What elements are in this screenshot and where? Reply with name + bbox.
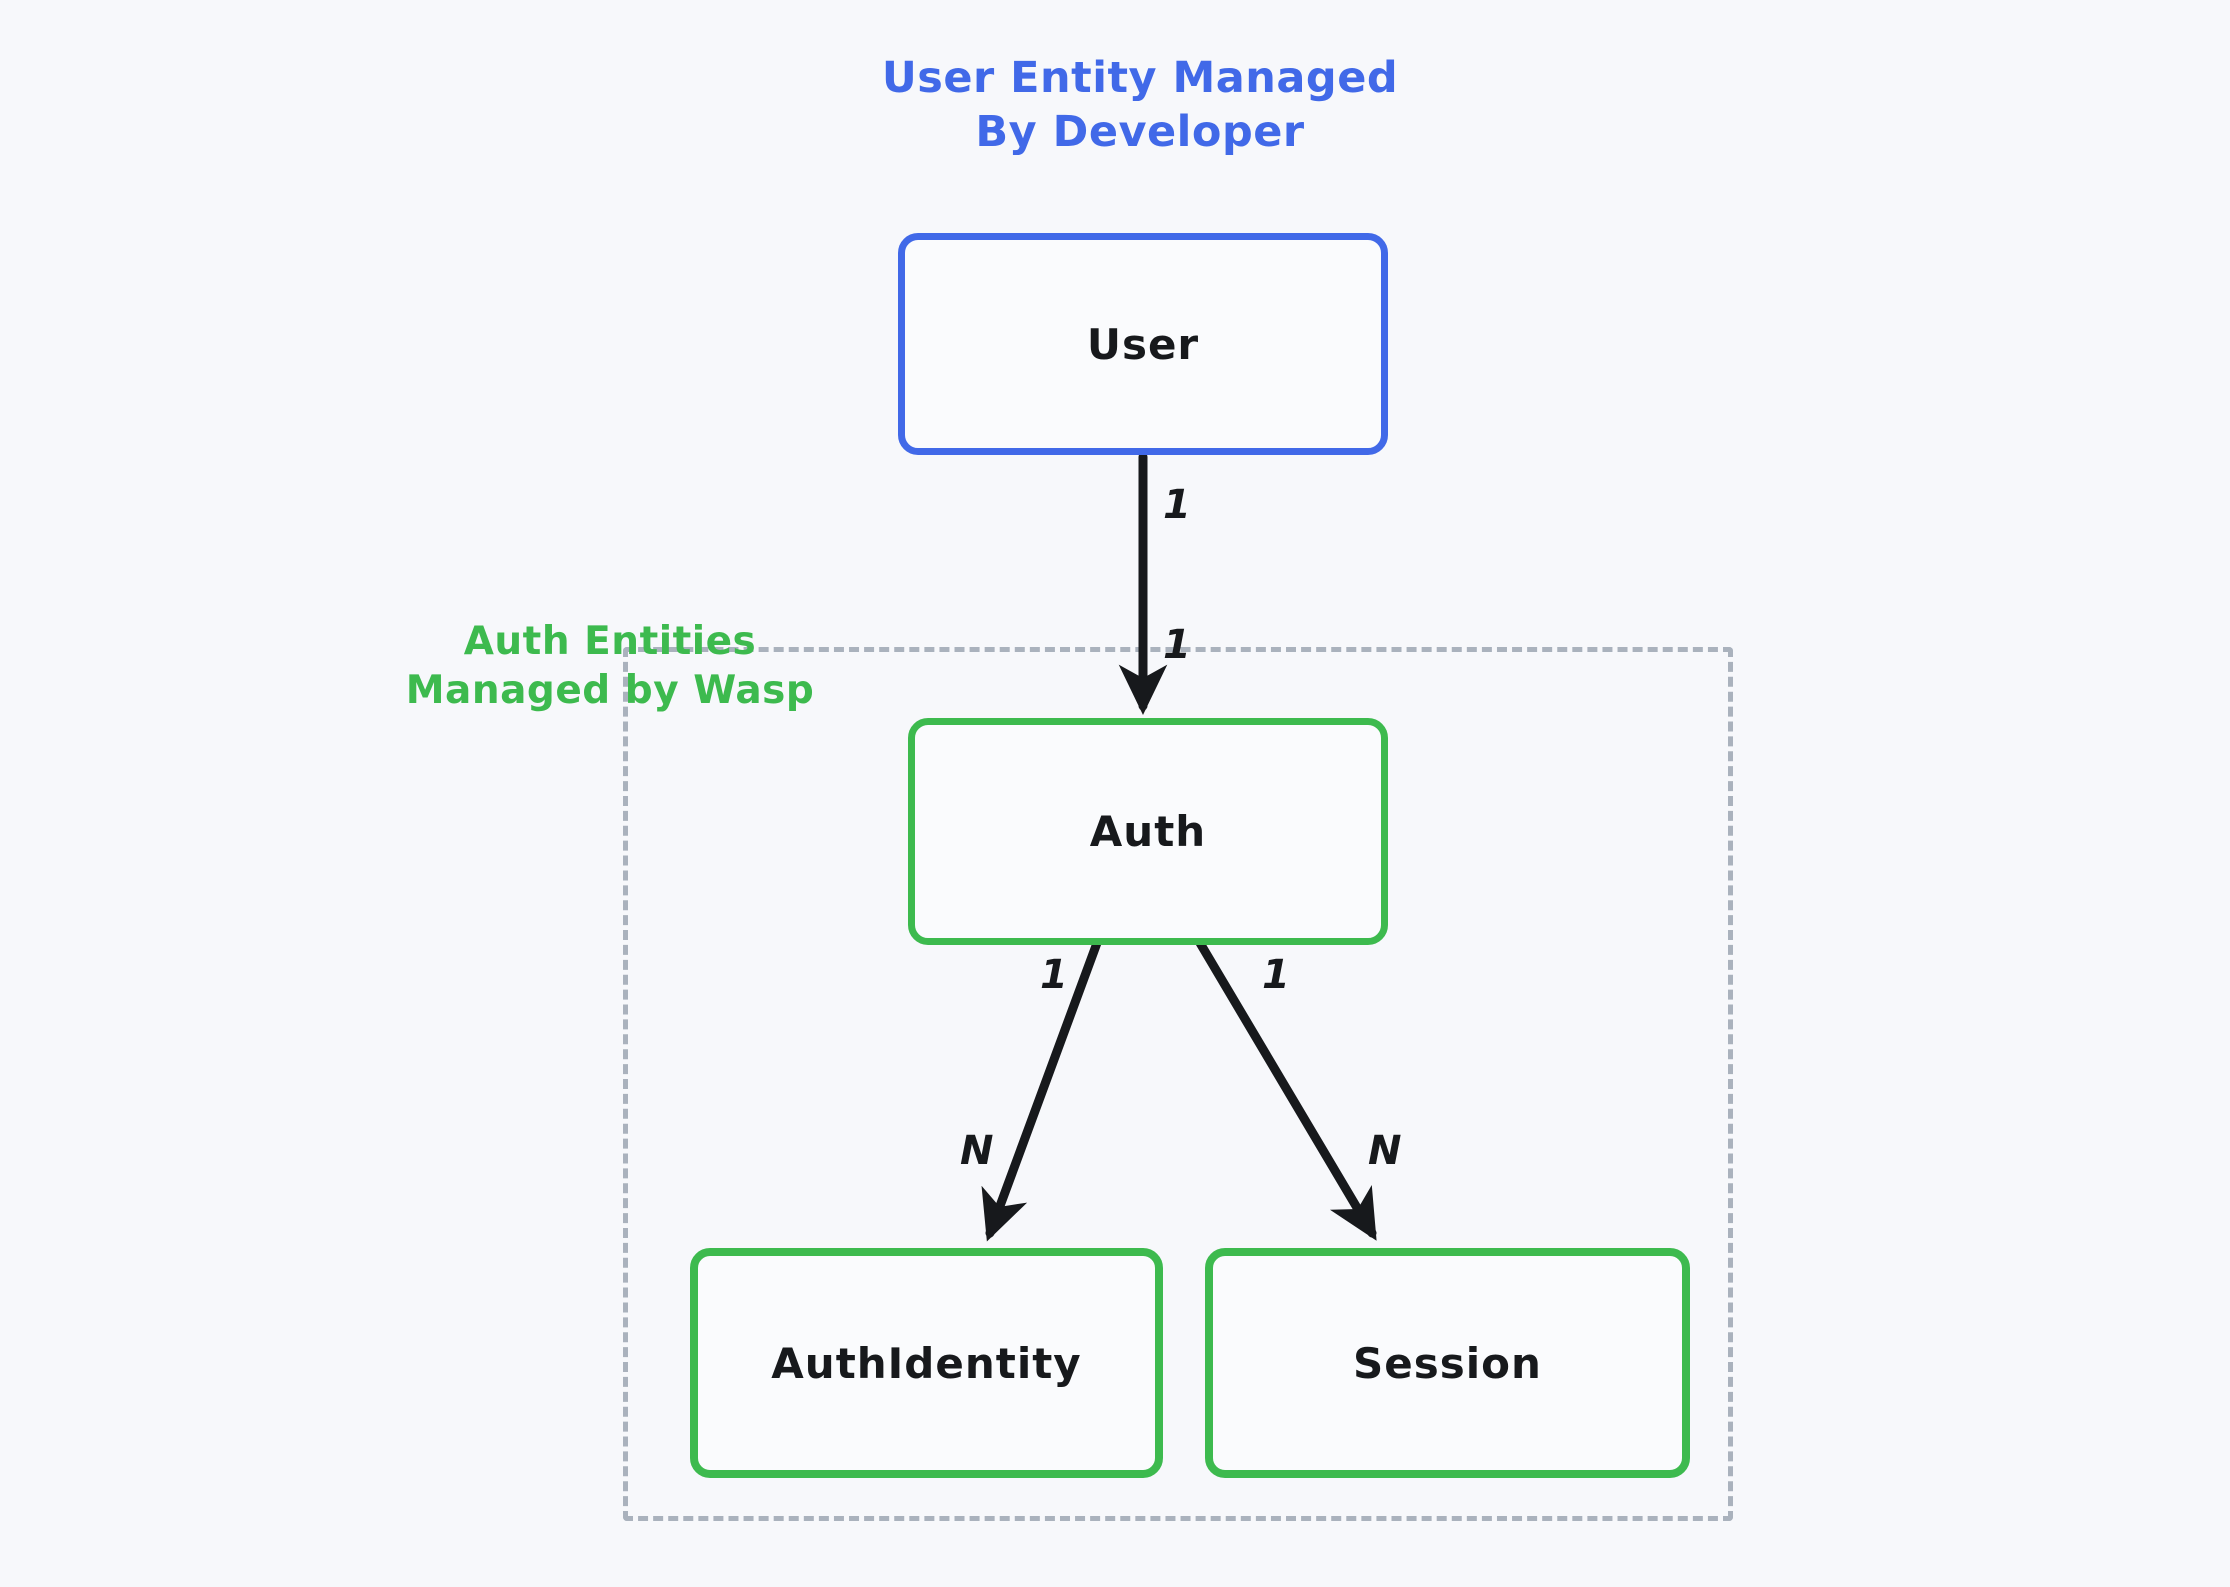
wasp-group-title: Auth Entities Managed by Wasp — [405, 619, 815, 713]
cardinality-user-to-auth-target: 1 — [1163, 622, 1191, 668]
entity-label-authidentity: AuthIdentity — [771, 1338, 1082, 1388]
developer-group-title: User Entity Managed By Developer — [881, 53, 1399, 157]
wasp-group-container — [623, 647, 1733, 1521]
cardinality-auth-to-session-target: N — [1368, 1128, 1402, 1174]
entity-node-auth[interactable]: Auth — [908, 718, 1388, 945]
entity-node-session[interactable]: Session — [1205, 1248, 1690, 1478]
cardinality-auth-to-session-source: 1 — [1262, 952, 1290, 998]
entity-label-auth: Auth — [1089, 807, 1207, 856]
cardinality-user-to-auth-source: 1 — [1163, 482, 1191, 528]
entity-node-authidentity[interactable]: AuthIdentity — [690, 1248, 1163, 1478]
entity-label-session: Session — [1353, 1338, 1542, 1388]
entity-label-user: User — [1086, 319, 1200, 369]
entity-node-user[interactable]: User — [898, 233, 1388, 455]
cardinality-auth-to-authidentity-target: N — [960, 1128, 994, 1174]
cardinality-auth-to-authidentity-source: 1 — [1040, 952, 1068, 998]
